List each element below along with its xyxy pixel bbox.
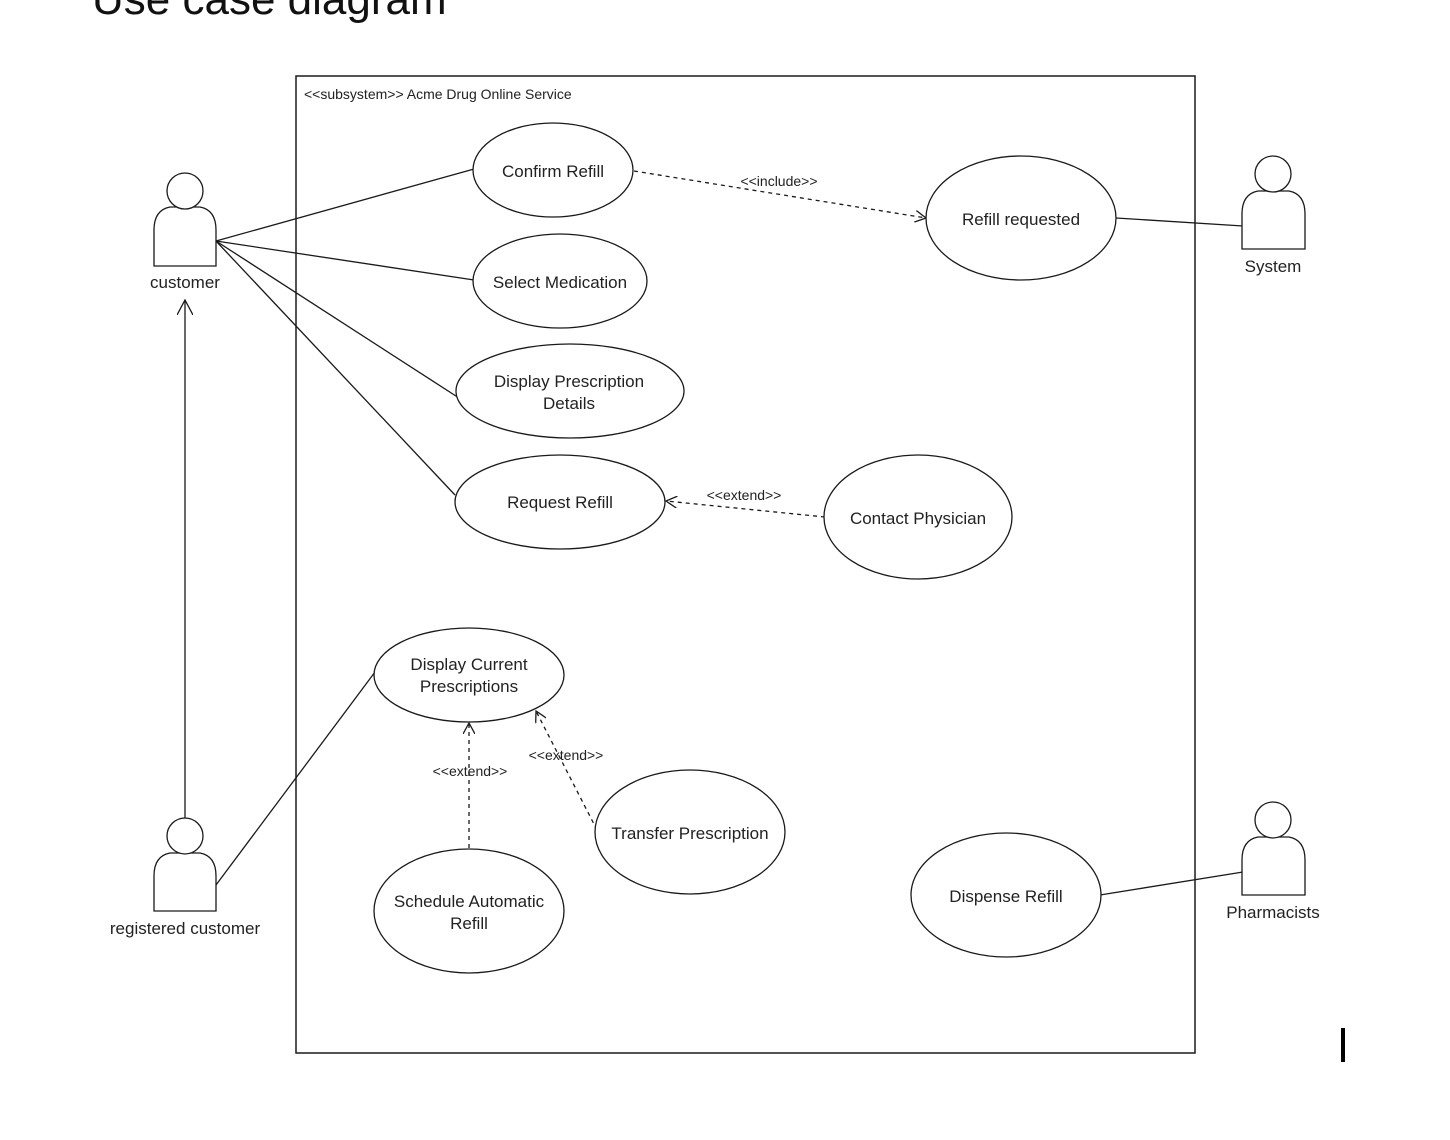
- use-case-label: Refill requested: [962, 210, 1080, 229]
- assoc-customer-confirm-refill: [215, 168, 475, 242]
- assoc-pharmacists-dispense-refill: [1099, 871, 1244, 896]
- assoc-customer-request-refill: [215, 240, 456, 496]
- use-case-label: Dispense Refill: [949, 887, 1062, 906]
- person-icon: [1241, 155, 1306, 250]
- use-case-refill-requested: Refill requested: [925, 155, 1117, 281]
- extend-label-schedule: <<extend>>: [433, 763, 508, 779]
- text-cursor: [1341, 1028, 1345, 1062]
- use-case-label-line2: Refill: [450, 914, 488, 933]
- use-case-label: Select Medication: [493, 273, 627, 292]
- use-case-label-line1: Schedule Automatic: [394, 892, 545, 911]
- extend-label-request: <<extend>>: [707, 487, 782, 503]
- use-case-dispense-refill: Dispense Refill: [910, 832, 1102, 958]
- use-case-select-medication: Select Medication: [472, 233, 648, 329]
- actor-label: System: [1245, 257, 1302, 276]
- use-case-transfer-prescription: Transfer Prescription: [594, 769, 786, 895]
- actor-label: registered customer: [110, 919, 261, 938]
- person-icon: [153, 172, 217, 267]
- use-case-label-line2: Prescriptions: [420, 677, 518, 696]
- subsystem-title: <<subsystem>> Acme Drug Online Service: [304, 86, 572, 102]
- associations: [215, 168, 1244, 896]
- actor-customer: customer: [150, 172, 220, 292]
- actor-label: Pharmacists: [1226, 903, 1320, 922]
- actor-registered-customer: registered customer: [110, 817, 261, 938]
- use-case-display-current-prescriptions: Display Current Prescriptions: [373, 627, 565, 723]
- use-case-display-prescription-details: Display Prescription Details: [455, 343, 685, 439]
- actor-label: customer: [150, 273, 220, 292]
- extend-label-transfer: <<extend>>: [529, 747, 604, 763]
- use-case-contact-physician: Contact Physician: [823, 454, 1013, 580]
- use-case-request-refill: Request Refill: [454, 454, 666, 550]
- include-arrow: [633, 170, 926, 218]
- person-icon: [153, 817, 217, 912]
- use-case-label: Contact Physician: [850, 509, 986, 528]
- assoc-system-refill-requested: [1115, 217, 1244, 227]
- assoc-customer-display-prescription-details: [215, 240, 460, 399]
- use-case-label: Transfer Prescription: [611, 824, 768, 843]
- use-case-label: Confirm Refill: [502, 162, 604, 181]
- use-case-label-line1: Display Current: [410, 655, 527, 674]
- assoc-registered-customer-display-current: [215, 671, 376, 886]
- use-case-label: Request Refill: [507, 493, 613, 512]
- subsystem-boundary: [295, 75, 1196, 1054]
- assoc-customer-select-medication: [215, 240, 475, 281]
- extend-arrow-transfer: [536, 711, 598, 831]
- person-icon: [1241, 801, 1306, 896]
- use-case-confirm-refill: Confirm Refill: [472, 122, 634, 218]
- actor-system: System: [1241, 155, 1306, 276]
- include-label: <<include>>: [740, 173, 817, 189]
- page-title-fragment: Use case diagram: [92, 0, 447, 24]
- use-case-label-line2: Details: [543, 394, 595, 413]
- dependencies: [469, 170, 926, 848]
- actor-pharmacists: Pharmacists: [1226, 801, 1320, 922]
- use-case-label-line1: Display Prescription: [494, 372, 644, 391]
- use-case-schedule-automatic-refill: Schedule Automatic Refill: [373, 848, 565, 974]
- extend-arrow-contact-physician: [666, 501, 826, 518]
